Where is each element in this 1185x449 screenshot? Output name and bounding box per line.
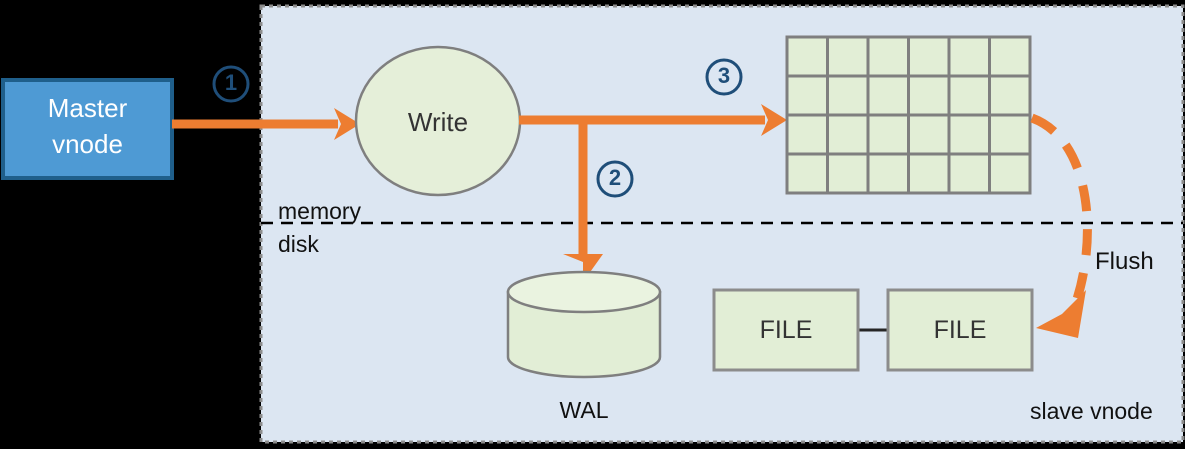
flush-label: Flush — [1095, 248, 1154, 275]
arrow-write-to-memtable — [519, 104, 787, 136]
master-vnode-box[interactable] — [1, 78, 174, 180]
file-box-2-label: FILE — [933, 316, 987, 344]
master-vnode-label-line2: vnode — [52, 129, 123, 159]
step-one-badge — [212, 65, 250, 103]
master-vnode-label-line1: Master — [47, 93, 128, 123]
arrow-write-to-wal — [563, 118, 603, 282]
file-box-1[interactable] — [712, 288, 860, 372]
step-two-number: 2 — [608, 165, 622, 190]
wal-label: WAL — [559, 397, 609, 423]
wal-cylinder[interactable] — [506, 270, 662, 379]
memory-label: memory — [278, 198, 362, 224]
memtable-grid[interactable] — [785, 35, 1032, 195]
flush-arrow — [1030, 113, 1092, 338]
arrow-master-to-write — [172, 108, 360, 140]
step-three-number: 3 — [717, 63, 731, 88]
file-box-2[interactable] — [886, 288, 1034, 372]
disk-label: disk — [278, 231, 319, 257]
step-two-badge — [596, 160, 634, 198]
file-box-1-label: FILE — [759, 316, 813, 344]
write-node-label: Write — [407, 107, 469, 137]
step-one-number: 1 — [224, 70, 238, 95]
step-three-badge — [705, 58, 743, 96]
slave-vnode-label: slave vnode — [1030, 398, 1153, 424]
